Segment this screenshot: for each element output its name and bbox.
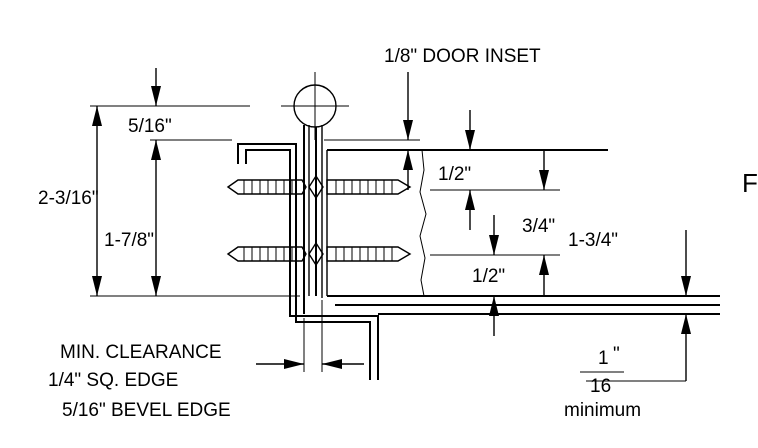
dim-5-16	[151, 68, 161, 106]
hinge-leaves	[303, 125, 323, 314]
label-three-quarter: 3/4"	[522, 216, 555, 237]
dim-half-top	[465, 110, 549, 230]
label-cut-letter: F	[742, 168, 758, 198]
dim-three-quarter	[489, 215, 549, 336]
dim-door-inset	[403, 72, 413, 190]
label-fraction-denominator: 16	[590, 376, 611, 397]
label-min-clearance: MIN. CLEARANCE	[60, 342, 222, 363]
label-half-bottom: 1/2"	[472, 266, 505, 287]
dim-2-3-16	[92, 106, 102, 296]
label-minimum: minimum	[564, 400, 641, 421]
label-bevel-edge: 5/16" BEVEL EDGE	[62, 400, 231, 421]
lower-screw	[226, 241, 412, 267]
label-fraction-inch: "	[613, 344, 620, 365]
label-square-edge: 1/4" SQ. EDGE	[48, 370, 178, 391]
label-half-top: 1/2"	[438, 164, 471, 185]
extension-lines	[90, 105, 686, 382]
door-panel	[326, 149, 720, 315]
dim-1-7-8	[151, 140, 161, 296]
frame-profile	[237, 143, 379, 380]
label-door-inset: 1/8" DOOR INSET	[384, 46, 541, 67]
dim-sixteenth-minimum	[580, 230, 691, 381]
label-1-7-8: 1-7/8"	[104, 230, 154, 251]
dim-min-clearance	[256, 359, 364, 369]
label-1-3-4: 1-3/4"	[568, 230, 618, 251]
label-5-16: 5/16"	[128, 116, 172, 137]
label-fraction-numerator: 1	[598, 348, 609, 369]
upper-screw	[226, 174, 412, 200]
label-2-3-16: 2-3/16"	[38, 188, 99, 209]
